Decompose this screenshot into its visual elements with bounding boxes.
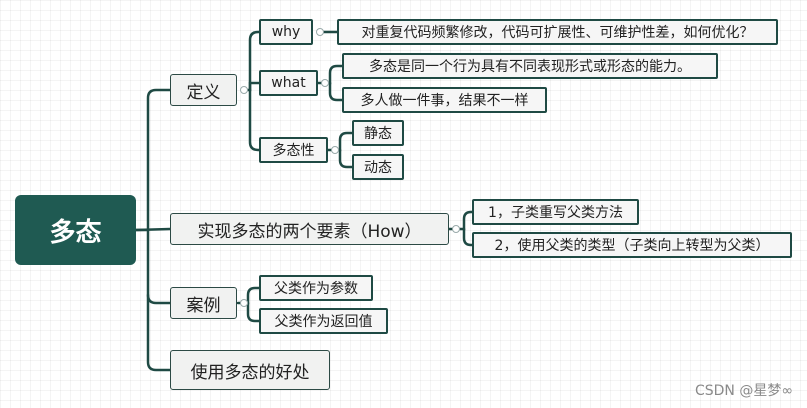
branch-benefits[interactable]: 使用多态的好处 xyxy=(170,350,330,390)
root-node[interactable]: 多态 xyxy=(15,195,136,265)
connector-what-detail2 xyxy=(328,81,344,102)
toggle-polymorphism[interactable] xyxy=(331,146,339,154)
connector-cases-item2 xyxy=(246,301,261,323)
node-polymorphism[interactable]: 多态性 xyxy=(259,137,328,163)
connector-definition-why xyxy=(246,30,261,92)
connector-root-cases xyxy=(146,228,172,305)
what-detail-2[interactable]: 多人做一件事，结果不一样 xyxy=(342,87,547,113)
branch-cases[interactable]: 案例 xyxy=(170,287,237,319)
connector-definition-what xyxy=(248,81,261,92)
connector-poly-dynamic xyxy=(338,148,354,169)
what-detail-1[interactable]: 多态是同一个行为具有不同表现形式或形态的能力。 xyxy=(342,53,718,79)
connector-cases-item1 xyxy=(236,286,261,305)
case-item-1[interactable]: 父类作为参数 xyxy=(259,275,373,301)
poly-static[interactable]: 静态 xyxy=(352,120,404,146)
node-why[interactable]: why xyxy=(259,19,313,45)
how-item-1[interactable]: 1，子类重写父类方法 xyxy=(472,199,639,225)
connector-poly-static xyxy=(326,131,354,152)
connector-how-item2 xyxy=(462,227,474,247)
connector-root-definition xyxy=(134,88,172,232)
how-item-2[interactable]: 2，使用父类的类型（子类向上转型为父类） xyxy=(472,232,792,258)
branch-how[interactable]: 实现多态的两个要素（How） xyxy=(170,213,449,245)
toggle-how[interactable] xyxy=(452,225,460,233)
connector-what-detail1 xyxy=(316,64,344,85)
toggle-why[interactable] xyxy=(316,28,324,36)
why-detail[interactable]: 对重复代码频繁修改，代码可扩展性、可维护性差，如何优化？ xyxy=(337,19,778,45)
case-item-2[interactable]: 父类作为返回值 xyxy=(259,308,388,334)
connector-root-benefits xyxy=(146,293,172,372)
poly-dynamic[interactable]: 动态 xyxy=(352,154,404,180)
connector-how-item1 xyxy=(447,210,474,231)
connector-definition-polymorphism xyxy=(248,88,261,152)
toggle-what[interactable] xyxy=(321,79,329,87)
watermark: CSDN @星梦∞ xyxy=(694,383,793,399)
node-what[interactable]: what xyxy=(259,70,318,96)
connector-root-how xyxy=(134,227,172,232)
branch-definition[interactable]: 定义 xyxy=(170,74,237,106)
toggle-cases[interactable] xyxy=(240,299,248,307)
toggle-definition[interactable] xyxy=(240,86,248,94)
